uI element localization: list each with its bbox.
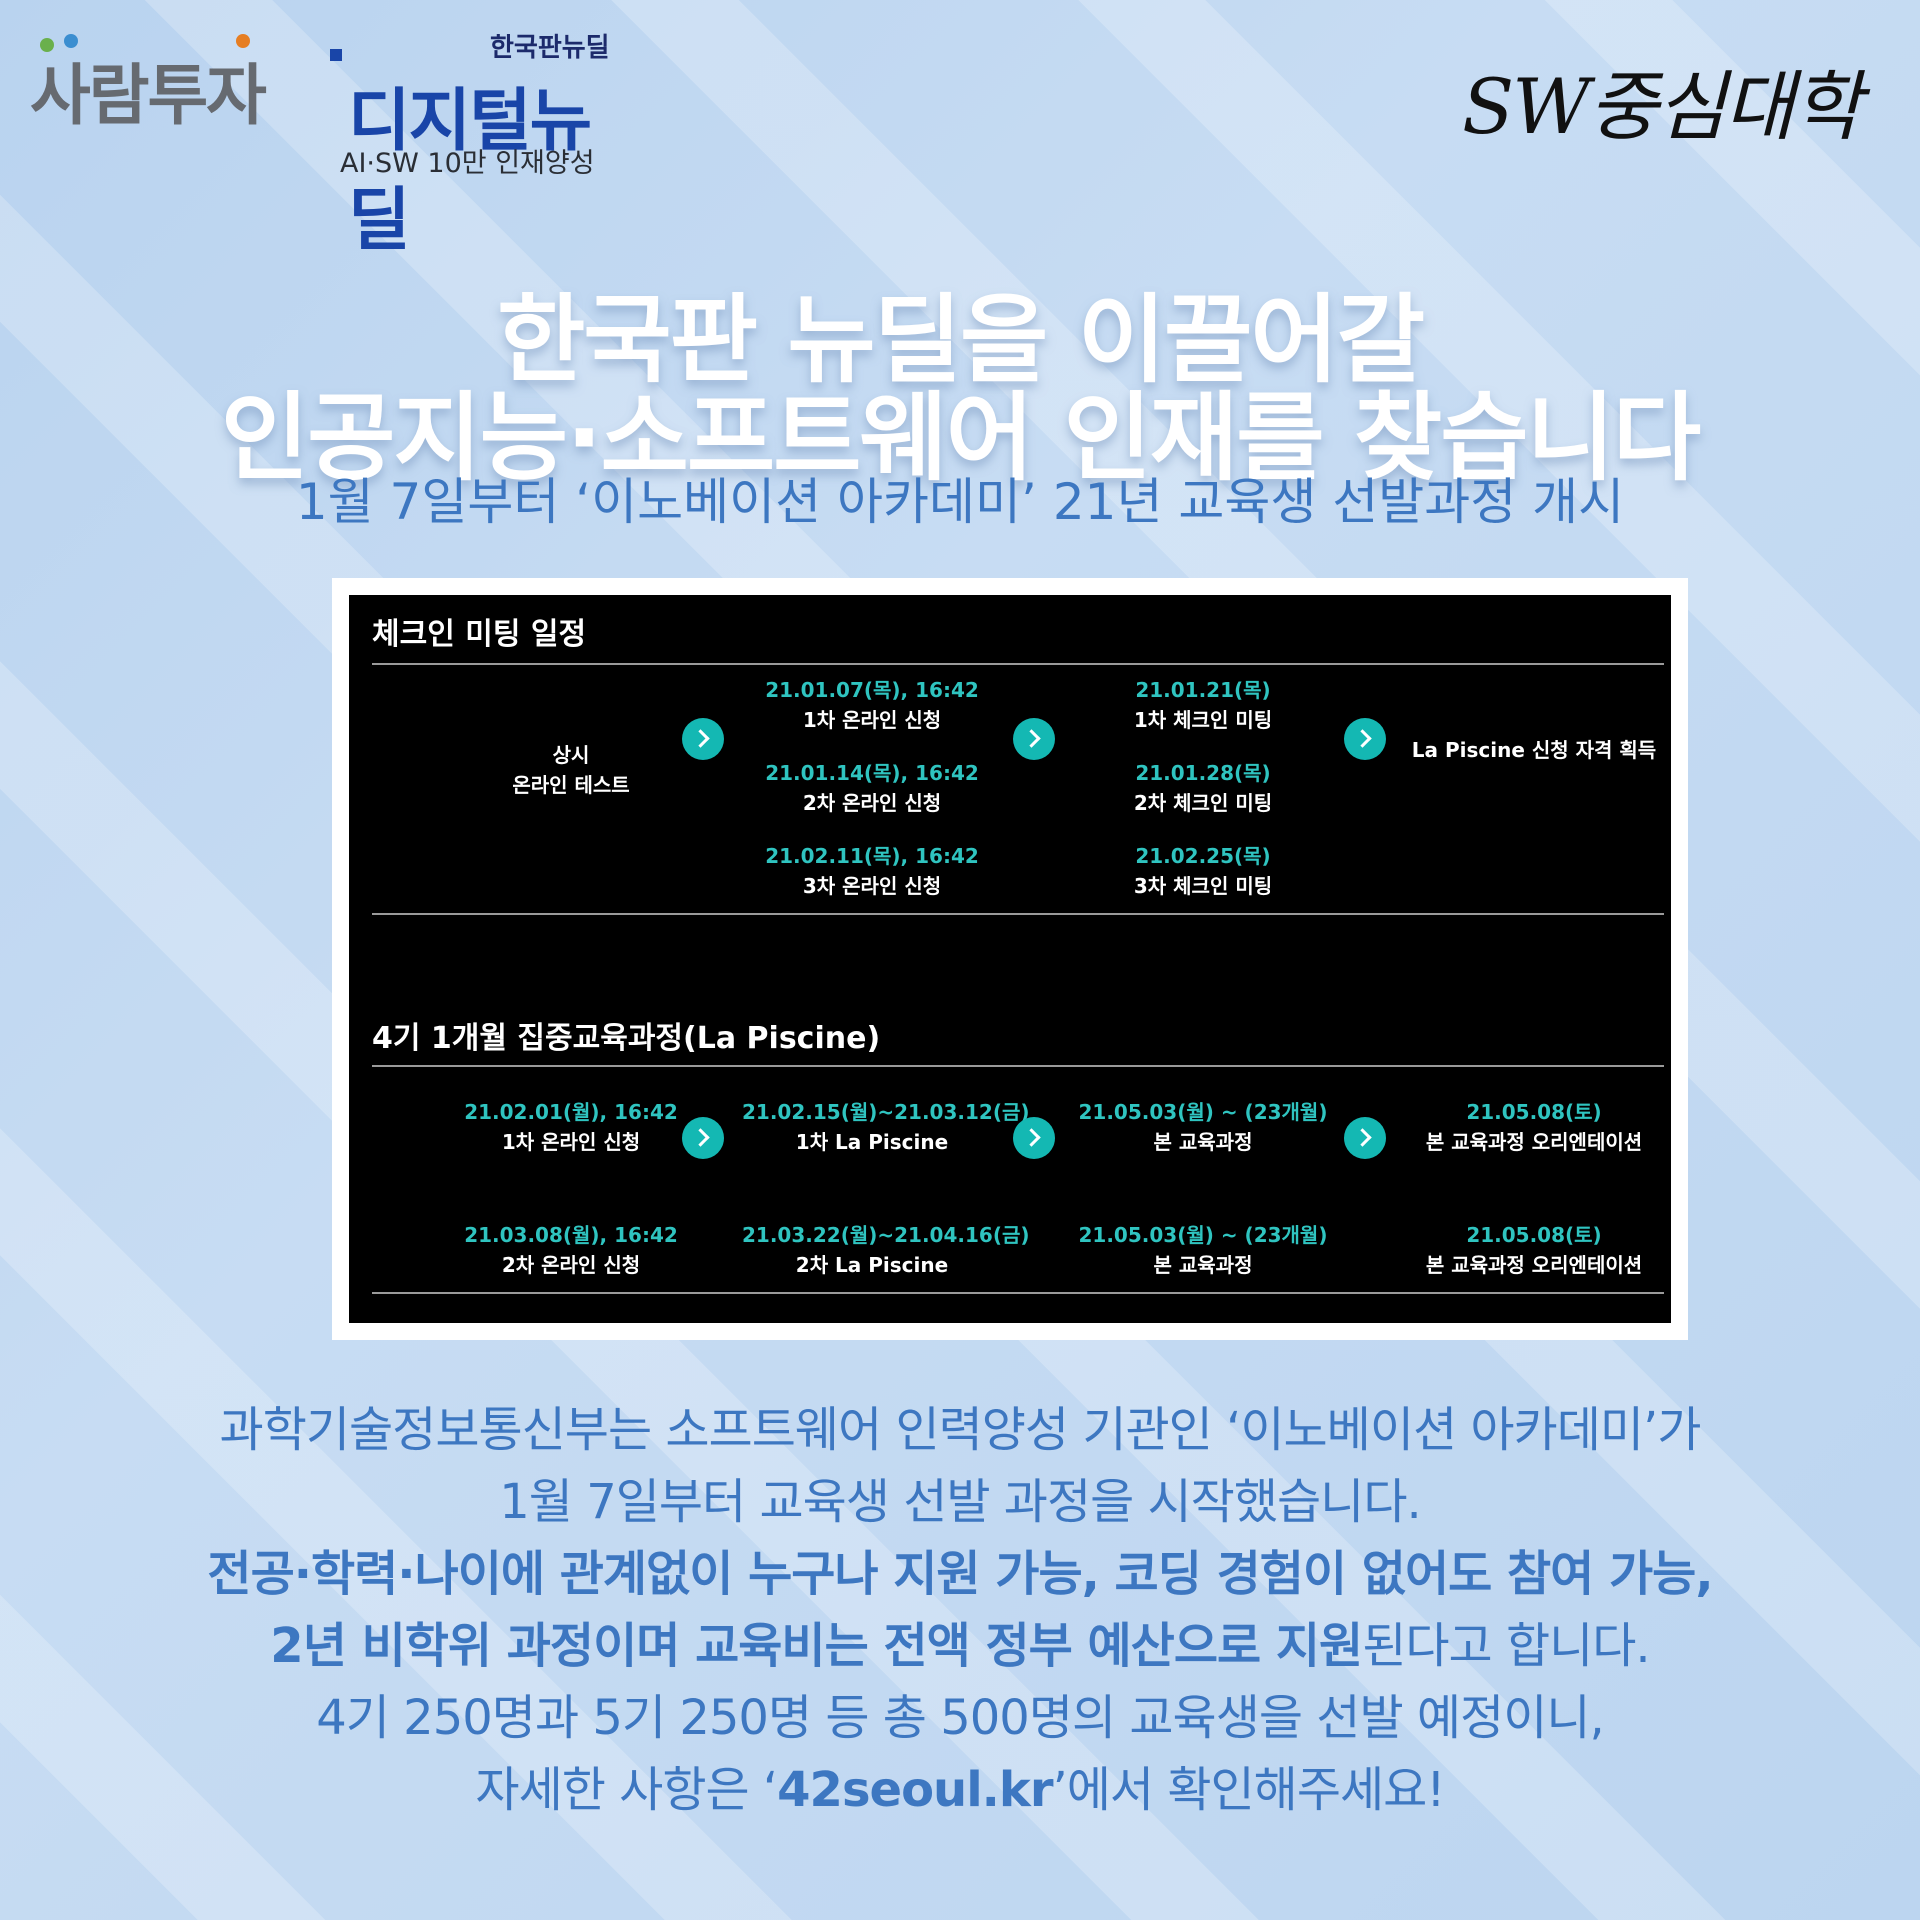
piscine-step: 21.05.03(월) ~ (23개월) 본 교육과정 [1073, 1220, 1333, 1280]
date: 21.05.08(토) [1466, 1100, 1602, 1124]
schedule-panel: 체크인 미팅 일정 상시 온라인 테스트 21.01.07(목), 16:42 … [332, 578, 1688, 1340]
body-line-6: 자세한 사항은 ‘42seoul.kr’에서 확인해주세요! [0, 1750, 1920, 1820]
arrow-right-icon [1344, 718, 1386, 760]
piscine-step: 21.02.01(월), 16:42 1차 온라인 신청 [441, 1097, 701, 1157]
label: 3차 온라인 신청 [802, 874, 942, 898]
arrow-right-icon [1344, 1117, 1386, 1159]
label: 본 교육과정 오리엔테이션 [1425, 1130, 1643, 1154]
body-line-4: 2년 비학위 과정이며 교육비는 전액 정부 예산으로 지원된다고 합니다. [0, 1606, 1920, 1676]
body-line-6-post: ’에서 확인해주세요! [1052, 1762, 1446, 1818]
checkin-meeting-2: 21.01.28(목) 2차 체크인 미팅 [1073, 758, 1333, 818]
digital-newdeal-logo-sub: AI·SW 10만 인재양성 [340, 148, 595, 179]
label: 2차 La Piscine [795, 1253, 949, 1277]
piscine-step: 21.02.15(월)~21.03.12(금) 1차 La Piscine [742, 1097, 1030, 1157]
body-line-4-bold: 2년 비학위 과정이며 교육비는 전액 정부 예산으로 지원 [270, 1618, 1363, 1674]
date: 21.03.22(월)~21.04.16(금) [742, 1223, 1030, 1247]
date: 21.05.03(월) ~ (23개월) [1078, 1223, 1328, 1247]
piscine-step: 21.05.08(토) 본 교육과정 오리엔테이션 [1404, 1097, 1664, 1157]
date: 21.02.11(목), 16:42 [765, 844, 979, 868]
body-line-5: 4기 250명과 5기 250명 등 총 500명의 교육생을 선발 예정이니, [316, 1690, 1605, 1746]
saramtuja-logo-text: 사람투자 [30, 57, 267, 134]
date: 21.03.08(월), 16:42 [464, 1223, 678, 1247]
checkin-meeting-1: 21.01.21(목) 1차 체크인 미팅 [1073, 675, 1333, 735]
checkin-start-line1: 상시 [552, 743, 590, 767]
label: 2차 온라인 신청 [802, 791, 942, 815]
label: 본 교육과정 [1153, 1253, 1253, 1277]
date: 21.01.07(목), 16:42 [765, 678, 979, 702]
sw-university-logo: SW중심대학 [1462, 62, 1862, 151]
label: 2차 온라인 신청 [501, 1253, 641, 1277]
body-line-3: 전공·학력·나이에 관계없이 누구나 지원 가능, 코딩 경험이 없어도 참여 … [207, 1546, 1713, 1602]
checkin-result: La Piscine 신청 자격 획득 [1404, 735, 1664, 765]
divider [372, 913, 1664, 915]
schedule-panel-inner: 체크인 미팅 일정 상시 온라인 테스트 21.01.07(목), 16:42 … [349, 595, 1671, 1323]
headline-line2: 인공지능·소프트웨어 인재를 찾습니다 [220, 382, 1701, 494]
date: 21.05.08(토) [1466, 1223, 1602, 1247]
body-line-1: 과학기술정보통신부는 소프트웨어 인력양성 기관인 ‘이노베이션 아카데미’가 [219, 1402, 1702, 1458]
body-line-2: 1월 7일부터 교육생 선발 과정을 시작했습니다. [499, 1474, 1422, 1530]
piscine-step: 21.05.03(월) ~ (23개월) 본 교육과정 [1073, 1097, 1333, 1157]
piscine-section-title: 4기 1개월 집중교육과정(La Piscine) [372, 1021, 881, 1056]
checkin-section-title: 체크인 미팅 일정 [372, 617, 587, 652]
website-link: 42seoul.kr [777, 1762, 1053, 1818]
checkin-start: 상시 온라인 테스트 [441, 740, 701, 800]
piscine-step: 21.03.22(월)~21.04.16(금) 2차 La Piscine [742, 1220, 1030, 1280]
date: 21.02.15(월)~21.03.12(금) [742, 1100, 1030, 1124]
headline-subtitle: 1월 7일부터 ‘이노베이션 아카데미’ 21년 교육생 선발과정 개시 [295, 473, 1625, 531]
date: 21.02.01(월), 16:42 [464, 1100, 678, 1124]
arrow-right-icon [1013, 1117, 1055, 1159]
label: 본 교육과정 오리엔테이션 [1425, 1253, 1643, 1277]
date: 21.01.21(목) [1135, 678, 1271, 702]
date: 21.01.28(목) [1135, 761, 1271, 785]
body-line-6-pre: 자세한 사항은 ‘ [475, 1762, 778, 1818]
date: 21.02.25(목) [1135, 844, 1271, 868]
divider [372, 663, 1664, 665]
arrow-right-icon [682, 1117, 724, 1159]
checkin-meeting-3: 21.02.25(목) 3차 체크인 미팅 [1073, 841, 1333, 901]
digital-newdeal-logo-small: 한국판뉴딜 [490, 33, 610, 63]
date: 21.05.03(월) ~ (23개월) [1078, 1100, 1328, 1124]
digital-newdeal-logo-big: 디지털뉴딜 [348, 82, 592, 260]
logo-dot-blue [64, 34, 78, 48]
logo-dot-orange [236, 34, 250, 48]
saramtuja-logo: 사람투자 [30, 30, 300, 140]
label: 2차 체크인 미팅 [1133, 791, 1273, 815]
piscine-step: 21.03.08(월), 16:42 2차 온라인 신청 [441, 1220, 701, 1280]
checkin-apply-2: 21.01.14(목), 16:42 2차 온라인 신청 [742, 758, 1002, 818]
label: 1차 체크인 미팅 [1133, 708, 1273, 732]
divider [372, 1065, 1664, 1067]
arrow-right-icon [682, 718, 724, 760]
label: 1차 La Piscine [795, 1130, 949, 1154]
logo-dot-green [40, 38, 54, 52]
label: 3차 체크인 미팅 [1133, 874, 1273, 898]
checkin-apply-3: 21.02.11(목), 16:42 3차 온라인 신청 [742, 841, 1002, 901]
digital-newdeal-logo: 한국판뉴딜 디지털뉴딜 AI·SW 10만 인재양성 [330, 25, 620, 260]
logo-square-mark [330, 49, 342, 61]
arrow-right-icon [1013, 718, 1055, 760]
checkin-start-line2: 온라인 테스트 [512, 773, 630, 797]
label: 1차 온라인 신청 [501, 1130, 641, 1154]
label: 본 교육과정 [1153, 1130, 1253, 1154]
label: 1차 온라인 신청 [802, 708, 942, 732]
divider [372, 1292, 1664, 1294]
body-line-4-rest: 된다고 합니다. [1362, 1618, 1650, 1674]
date: 21.01.14(목), 16:42 [765, 761, 979, 785]
checkin-apply-1: 21.01.07(목), 16:42 1차 온라인 신청 [742, 675, 1002, 735]
headline-line1: 한국판 뉴딜을 이끌어갈 [496, 284, 1425, 396]
piscine-step: 21.05.08(토) 본 교육과정 오리엔테이션 [1404, 1220, 1664, 1280]
checkin-result-label: La Piscine 신청 자격 획득 [1411, 738, 1657, 762]
